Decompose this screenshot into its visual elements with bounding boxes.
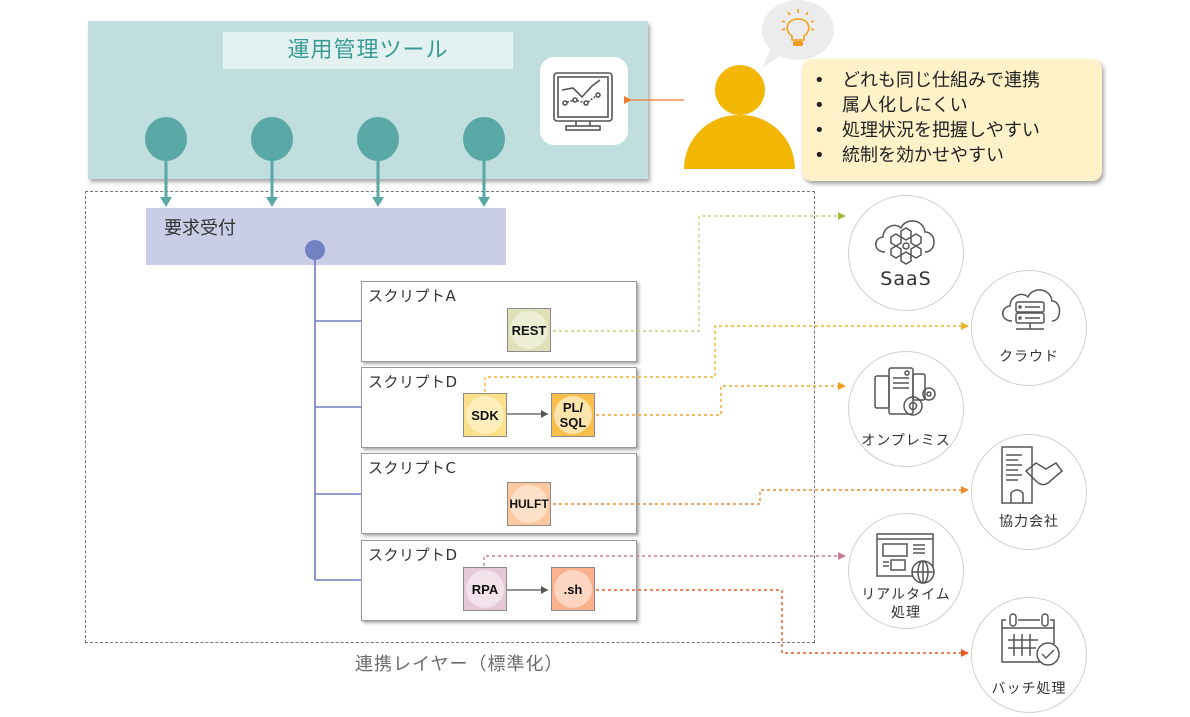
monitor-tile (540, 57, 628, 145)
target-onprem-label: オンプレミス (861, 433, 951, 449)
ops-node-1 (145, 117, 187, 161)
tech-sdk-label: SDK (466, 396, 504, 434)
tech-rest: REST (507, 308, 551, 352)
benefit-text: どれも同じ仕組みで連携 (842, 70, 1040, 91)
connector-hulft-partner (553, 486, 969, 505)
monitor-chart-icon (553, 72, 613, 131)
ops-arrowhead-3 (372, 197, 384, 207)
tech-hulft-label: HULFT (509, 485, 549, 523)
target-cloud-label: クラウド (999, 349, 1059, 365)
request-tree (314, 250, 361, 581)
script-title-d1: スクリプトD (368, 373, 458, 391)
script-box-a (361, 281, 637, 362)
cloud-hexagon-icon (875, 220, 935, 265)
script-box-c (361, 453, 637, 534)
ops-node-2 (251, 117, 293, 161)
target-realtime-label-2: 処理 (891, 605, 921, 621)
ops-arrowhead-2 (266, 197, 278, 207)
benefit-text: 属人化しにくい (842, 95, 968, 116)
target-saas-label: SaaS (880, 268, 932, 290)
thought-bubble-tail (762, 46, 786, 68)
connector-sh-batch (596, 589, 969, 657)
tech-plsql-line2: SQL (559, 415, 587, 430)
calendar-check-icon (1001, 613, 1060, 666)
script-title-a: スクリプトA (368, 287, 457, 305)
connector-rpa-realtime (483, 552, 846, 566)
target-cloud: クラウド (971, 270, 1087, 386)
ops-node-4 (463, 117, 505, 161)
ops-arrowhead-4 (478, 197, 490, 207)
tech-hulft: HULFT (507, 482, 551, 526)
lightbulb-icon (781, 9, 815, 46)
tech-plsql-label: PL/ SQL (554, 396, 592, 434)
benefit-item: • 統制を効かせやすい (814, 143, 1102, 168)
script-title-d2: スクリプトD (368, 546, 458, 564)
benefit-item: • 属人化しにくい (814, 93, 1102, 118)
connector-sdk-cloud (484, 322, 969, 392)
script-title-c: スクリプトC (368, 459, 457, 477)
web-globe-icon (876, 533, 935, 584)
benefits-callout: • どれも同じ仕組みで連携 • 属人化しにくい • 処理状況を把握しやすい • 統制を効… (802, 59, 1102, 181)
benefit-text: 統制を効かせやすい (842, 145, 1004, 166)
target-partner-label: 協力会社 (999, 514, 1059, 530)
tech-sh: .sh (551, 567, 595, 611)
bullet: • (814, 120, 825, 141)
target-onprem: オンプレミス (848, 351, 964, 467)
target-saas: SaaS (848, 195, 964, 311)
bullet: • (814, 95, 825, 116)
connector-plsql-onprem (596, 382, 846, 416)
request-reception-label: 要求受付 (164, 218, 236, 239)
benefit-text: 処理状況を把握しやすい (842, 120, 1040, 141)
cloud-server-icon (1002, 289, 1061, 330)
tech-rest-label: REST (510, 311, 548, 349)
tech-rpa: RPA (463, 567, 507, 611)
target-realtime: リアルタイム 処理 (848, 513, 964, 629)
tech-plsql: PL/ SQL (551, 393, 595, 437)
target-partner: 協力会社 (971, 434, 1087, 550)
tech-rpa-label: RPA (466, 570, 504, 608)
bullet: • (814, 70, 825, 91)
target-realtime-label-1: リアルタイム (861, 587, 951, 603)
ops-node-3 (357, 117, 399, 161)
tech-sh-label: .sh (554, 570, 592, 608)
target-batch: バッチ処理 (971, 597, 1087, 713)
request-reception-box (146, 208, 506, 265)
building-handshake-icon (1001, 446, 1064, 504)
server-gear-icon (874, 367, 936, 416)
linking-layer-frame (85, 191, 815, 643)
benefit-item: • どれも同じ仕組みで連携 (814, 68, 1102, 93)
tech-sdk: SDK (463, 393, 507, 437)
ops-arrowhead-1 (160, 197, 172, 207)
request-node (305, 240, 325, 260)
linking-layer-label: 連携レイヤー（標準化） (355, 654, 564, 675)
bullet: • (814, 145, 825, 166)
tech-plsql-line1: PL/ (562, 400, 584, 415)
connector-rest-saas (553, 212, 846, 332)
ops-tool-title: 運用管理ツール (223, 32, 513, 69)
target-batch-label: バッチ処理 (991, 681, 1067, 697)
benefit-item: • 処理状況を把握しやすい (814, 118, 1102, 143)
benefits-list: • どれも同じ仕組みで連携 • 属人化しにくい • 処理状況を把握しやすい • 統制を効… (814, 68, 1102, 168)
person-icon (715, 65, 765, 115)
